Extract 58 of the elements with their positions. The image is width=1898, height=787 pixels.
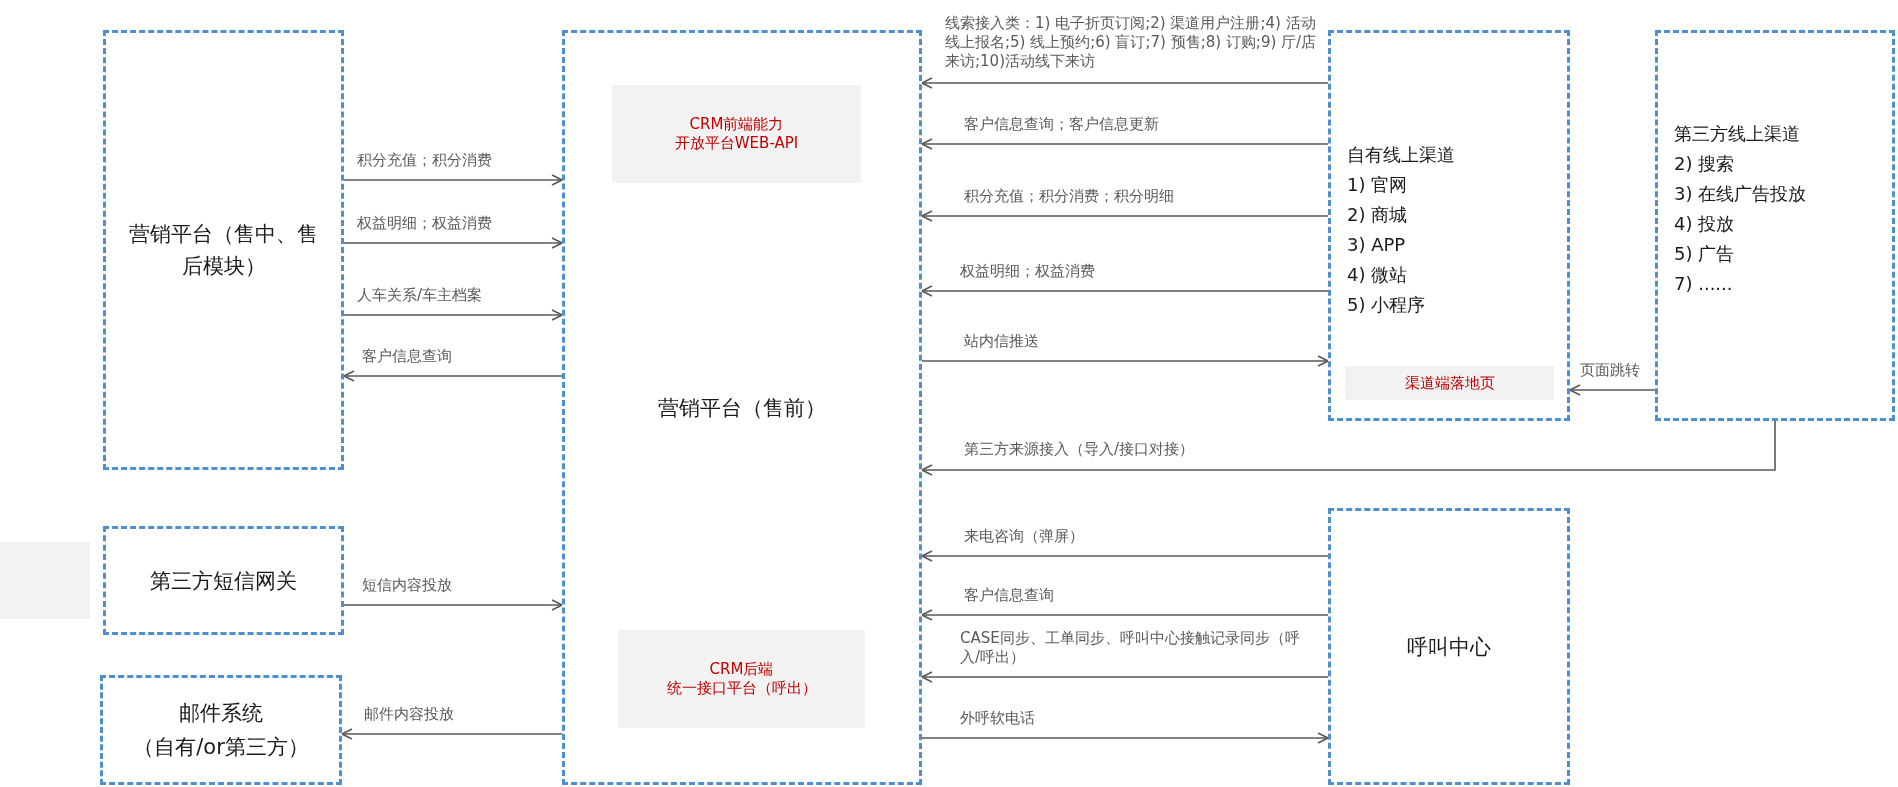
channel-box xyxy=(1328,30,1570,421)
arrow xyxy=(921,77,1329,89)
list-item: 7) ...... xyxy=(1674,272,1733,296)
edge-label: 积分充值；积分消费；积分明细 xyxy=(964,187,1174,206)
arrow xyxy=(343,599,563,611)
system-box xyxy=(1328,508,1570,785)
node-label: 营销平台（售前） xyxy=(658,394,826,422)
node-label: CRM前端能力开放平台WEB-API xyxy=(674,115,799,153)
node-label: 呼叫中心 xyxy=(1407,633,1491,661)
arrow xyxy=(921,138,1329,150)
list-item: 2) 搜索 xyxy=(1674,152,1735,176)
edge-label: 外呼软电话 xyxy=(960,709,1035,728)
list-item: 2) 商城 xyxy=(1347,203,1408,227)
node-label: 渠道端落地页 xyxy=(1404,373,1495,393)
arrow xyxy=(921,210,1329,222)
edge-label: CASE同步、工单同步、呼叫中心接触记录同步（呼入/呼出） xyxy=(960,629,1300,667)
arrow xyxy=(921,671,1329,683)
edge-label: 客户信息查询 xyxy=(362,347,452,366)
arrow xyxy=(921,609,1329,621)
arrow xyxy=(343,309,563,321)
arrow xyxy=(921,550,1329,562)
edge-label: 人车关系/车主档案 xyxy=(357,286,483,305)
list-item: 4) 投放 xyxy=(1674,212,1735,236)
arrow xyxy=(921,285,1329,297)
edge-label: 页面跳转 xyxy=(1580,361,1640,380)
edge-label: 短信内容投放 xyxy=(362,576,452,595)
list-item: 5) 小程序 xyxy=(1347,293,1426,317)
system-box xyxy=(103,30,344,470)
edge-label: 站内信推送 xyxy=(964,332,1039,351)
list-item: 5) 广告 xyxy=(1674,242,1735,266)
edge-label: 权益明细；权益消费 xyxy=(357,214,492,233)
node-title: 自有线上渠道 xyxy=(1347,143,1455,167)
node-label: 邮件系统（自有/or第三方） xyxy=(132,700,310,761)
list-item: 1) 官网 xyxy=(1347,173,1408,197)
edge-label: 积分充值；积分消费 xyxy=(357,151,492,170)
list-item: 3) APP xyxy=(1347,233,1406,257)
node-title: 第三方线上渠道 xyxy=(1674,122,1800,146)
arrow xyxy=(921,732,1329,744)
node-label: 第三方短信网关 xyxy=(150,567,297,595)
edge-label: 邮件内容投放 xyxy=(364,705,454,724)
node-label: CRM后端统一接口平台（呼出） xyxy=(666,660,817,698)
list-item: 4) 微站 xyxy=(1347,263,1408,287)
arrow xyxy=(1569,384,1656,396)
edge-label: 权益明细；权益消费 xyxy=(960,262,1095,281)
arrow xyxy=(921,355,1329,367)
arrow xyxy=(343,237,563,249)
arrow xyxy=(341,728,563,740)
arrow xyxy=(343,370,563,382)
system-box xyxy=(103,526,344,635)
list-item: 3) 在线广告投放 xyxy=(1674,182,1807,206)
arrow xyxy=(921,420,1776,476)
system-box xyxy=(100,675,342,785)
system-box xyxy=(562,30,922,785)
node-label: 营销平台（售中、售后模块） xyxy=(128,221,319,280)
edge-label: 客户信息查询 xyxy=(964,586,1054,605)
channel-box xyxy=(1655,30,1895,421)
arrow xyxy=(343,174,563,186)
edge-label: 客户信息查询；客户信息更新 xyxy=(964,115,1159,134)
